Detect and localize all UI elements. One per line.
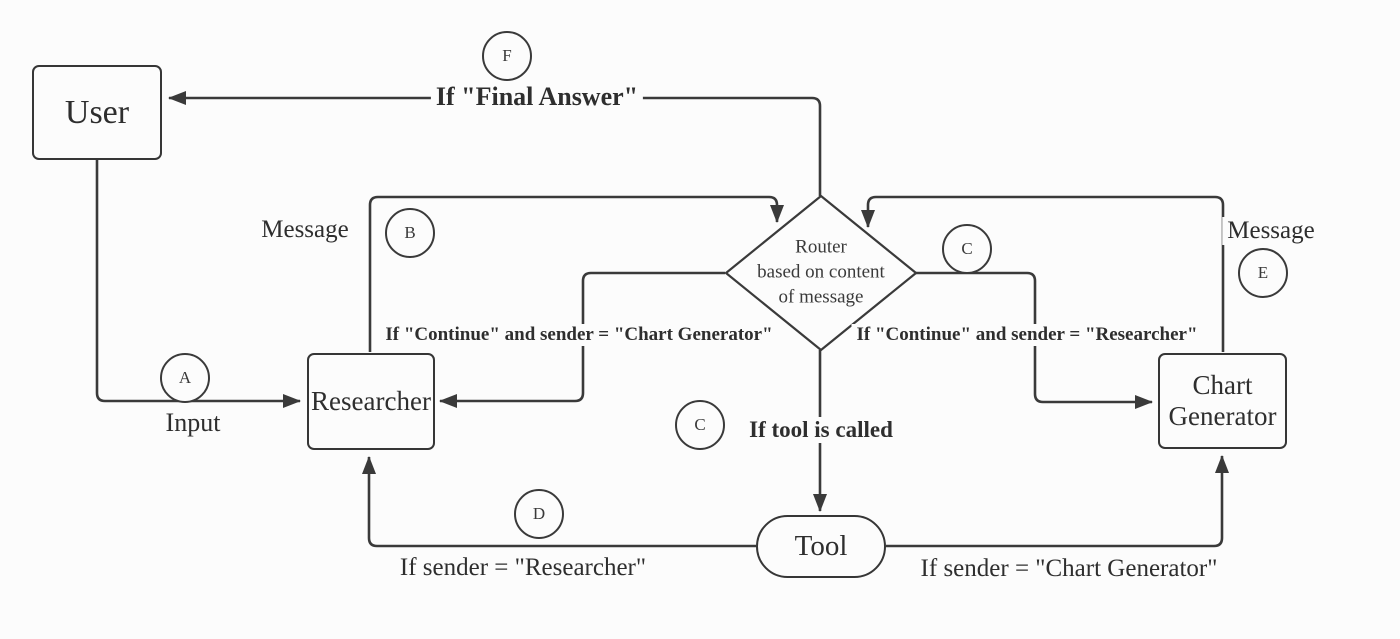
router-label-line1: Router: [795, 236, 847, 258]
node-user-label: User: [64, 93, 130, 131]
node-chart-generator-label-line2: Generator: [1168, 401, 1277, 431]
router-diamond-shape: [724, 194, 918, 352]
node-tool: Tool: [756, 515, 886, 578]
step-marker-b: B: [385, 208, 435, 258]
step-marker-c-center-label: C: [694, 415, 706, 434]
step-marker-c-right-label: C: [961, 239, 973, 258]
node-chart-generator: Chart Generator: [1158, 353, 1287, 449]
edge-label-input: Input: [165, 408, 221, 437]
router-label-line2: based on content: [757, 261, 885, 283]
edge-label-tool-called: If tool is called: [744, 417, 898, 443]
node-router-label: Router based on content of message: [731, 234, 911, 309]
edge-label-message-left: Message: [256, 216, 354, 244]
edge-label-continue-researcher: If "Continue" and sender = "Researcher": [851, 324, 1203, 346]
step-marker-a: A: [160, 353, 210, 403]
step-marker-c-center: C: [675, 400, 725, 450]
edge-label-continue-chart-generator: If "Continue" and sender = "Chart Genera…: [380, 324, 778, 346]
step-marker-f: F: [482, 31, 532, 81]
node-chart-generator-label-line1: Chart: [1192, 369, 1253, 400]
edge-label-sender-researcher: If sender = "Researcher": [399, 554, 647, 581]
edge-a-user-to-researcher: [95, 160, 301, 408]
step-marker-d-label: D: [532, 504, 546, 523]
node-tool-label: Tool: [794, 529, 848, 562]
step-marker-b-label: B: [404, 223, 416, 242]
edge-label-final-answer: If "Final Answer": [430, 82, 644, 112]
edge-e-tool-to-chart-generator: [886, 455, 1229, 548]
step-marker-a-label: A: [178, 368, 192, 387]
edge-f-router-to-user: [168, 91, 822, 196]
edge-d-tool-to-researcher: [362, 456, 756, 548]
step-marker-c-right: C: [942, 224, 992, 274]
step-marker-e: E: [1238, 248, 1288, 298]
edge-label-message-right: Message: [1222, 217, 1320, 245]
node-user: User: [32, 65, 162, 160]
edge-label-sender-chart-generator: If sender = "Chart Generator": [920, 555, 1218, 582]
edge-e-chart-generator-to-router: [861, 195, 1225, 352]
router-label-line3: of message: [778, 286, 864, 308]
node-researcher: Researcher: [307, 353, 435, 450]
edge-b-researcher-to-router: [368, 195, 784, 352]
step-marker-e-label: E: [1257, 263, 1269, 282]
node-researcher-label: Researcher: [311, 385, 431, 416]
step-marker-f-label: F: [502, 46, 512, 65]
step-marker-d: D: [514, 489, 564, 539]
